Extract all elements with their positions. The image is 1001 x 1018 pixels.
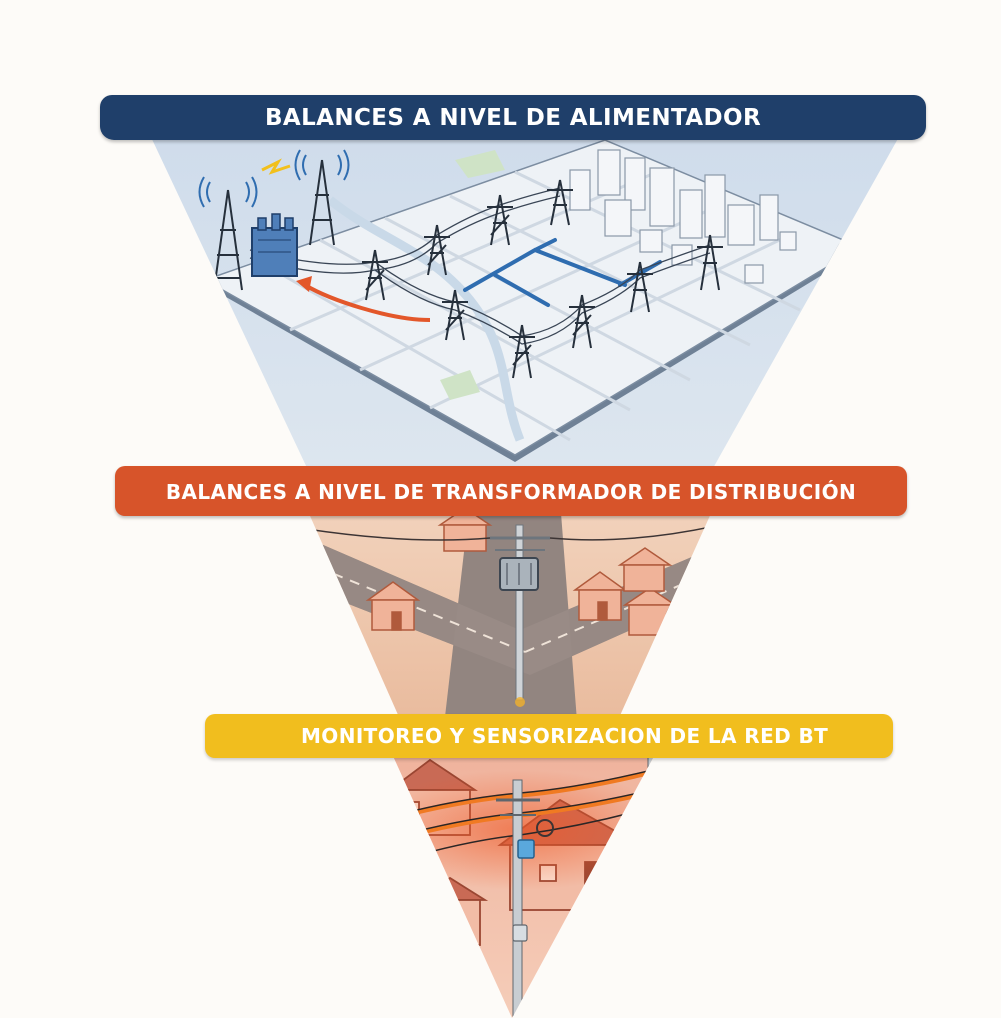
substation-transformer-icon — [251, 213, 298, 277]
tier-banner-transformer: BALANCES A NIVEL DE TRANSFORMADOR DE DIS… — [115, 466, 907, 516]
tier-label-feeder: BALANCES A NIVEL DE ALIMENTADOR — [264, 104, 762, 131]
tier-label-lv-network: MONITOREO Y SENSORIZACION DE LA RED BT — [301, 724, 829, 748]
transformer-tier-illustration — [303, 500, 717, 760]
house-icon — [365, 507, 678, 636]
tier-banner-feeder: BALANCES A NIVEL DE ALIMENTADOR — [100, 95, 926, 140]
transmission-tower-icon — [362, 179, 723, 379]
lightning-icon — [261, 158, 291, 175]
pole-transformer-icon — [499, 557, 539, 591]
distribution-pole-icon — [303, 524, 717, 707]
tier-label-transformer: BALANCES A NIVEL DE TRANSFORMADOR DE DIS… — [165, 480, 857, 504]
lv-network-tier-illustration — [388, 745, 660, 1018]
feeder-tier-illustration — [150, 135, 900, 470]
radio-tower-icon — [198, 149, 350, 291]
city-buildings-icon — [569, 149, 797, 284]
tier-banner-lv-network: MONITOREO Y SENSORIZACION DE LA RED BT — [205, 714, 893, 758]
smart-meter-icon — [512, 839, 535, 942]
